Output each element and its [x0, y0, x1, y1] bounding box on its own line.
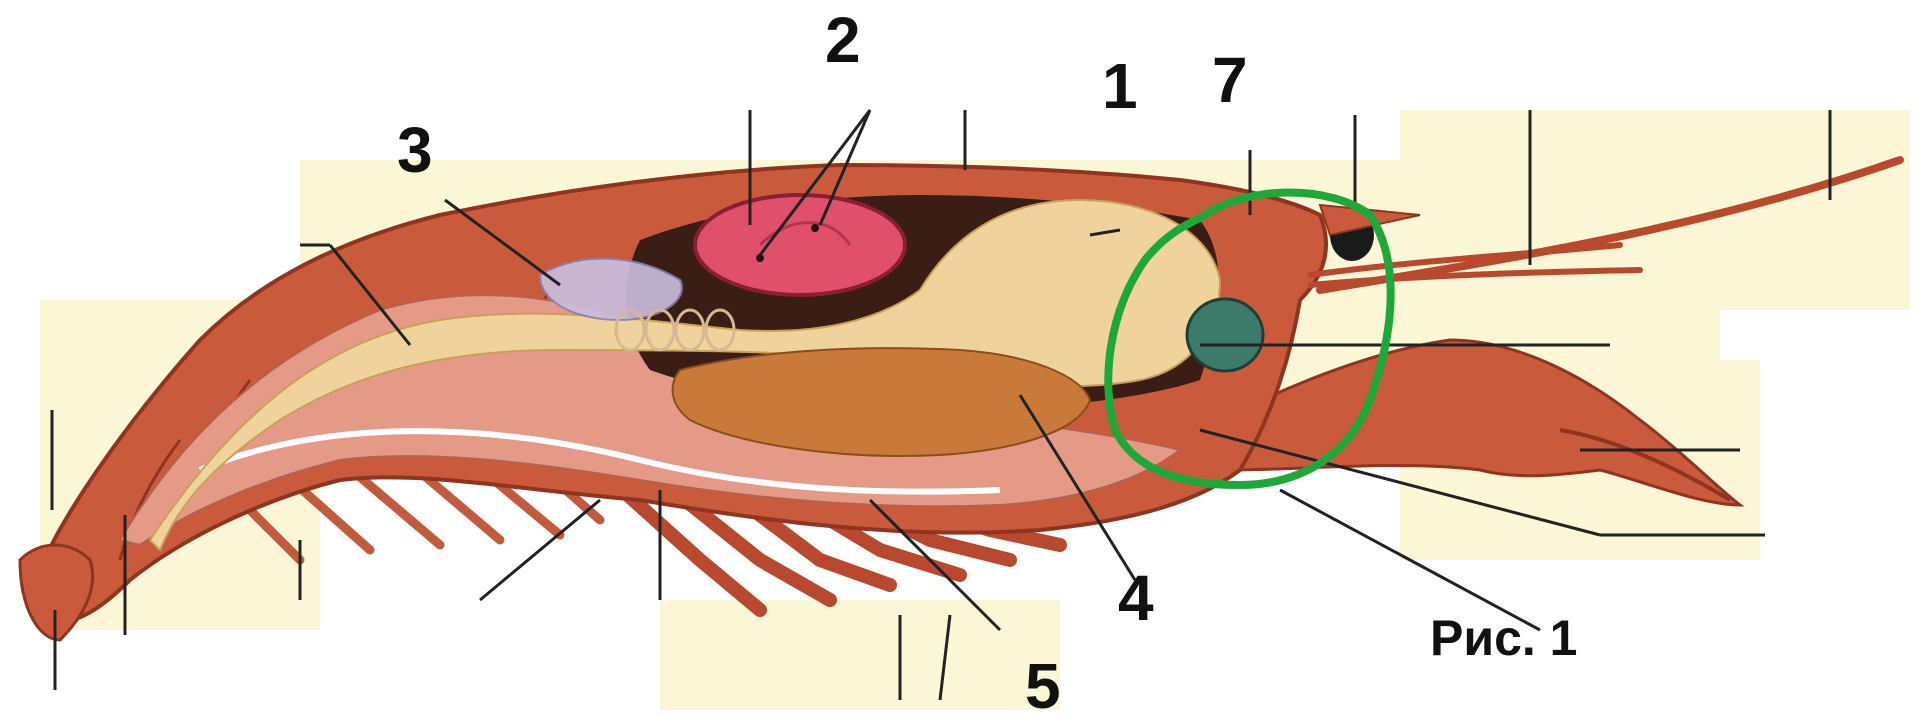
figure-caption: Рис. 1	[1430, 610, 1578, 666]
label-7: 7	[1212, 44, 1248, 116]
label-1: 1	[1102, 50, 1138, 122]
label-3: 3	[397, 114, 433, 186]
label-4: 4	[1118, 562, 1154, 634]
label-5: 5	[1025, 650, 1061, 718]
green-gland	[1187, 299, 1263, 371]
label-2: 2	[825, 4, 861, 76]
heart	[695, 195, 905, 295]
